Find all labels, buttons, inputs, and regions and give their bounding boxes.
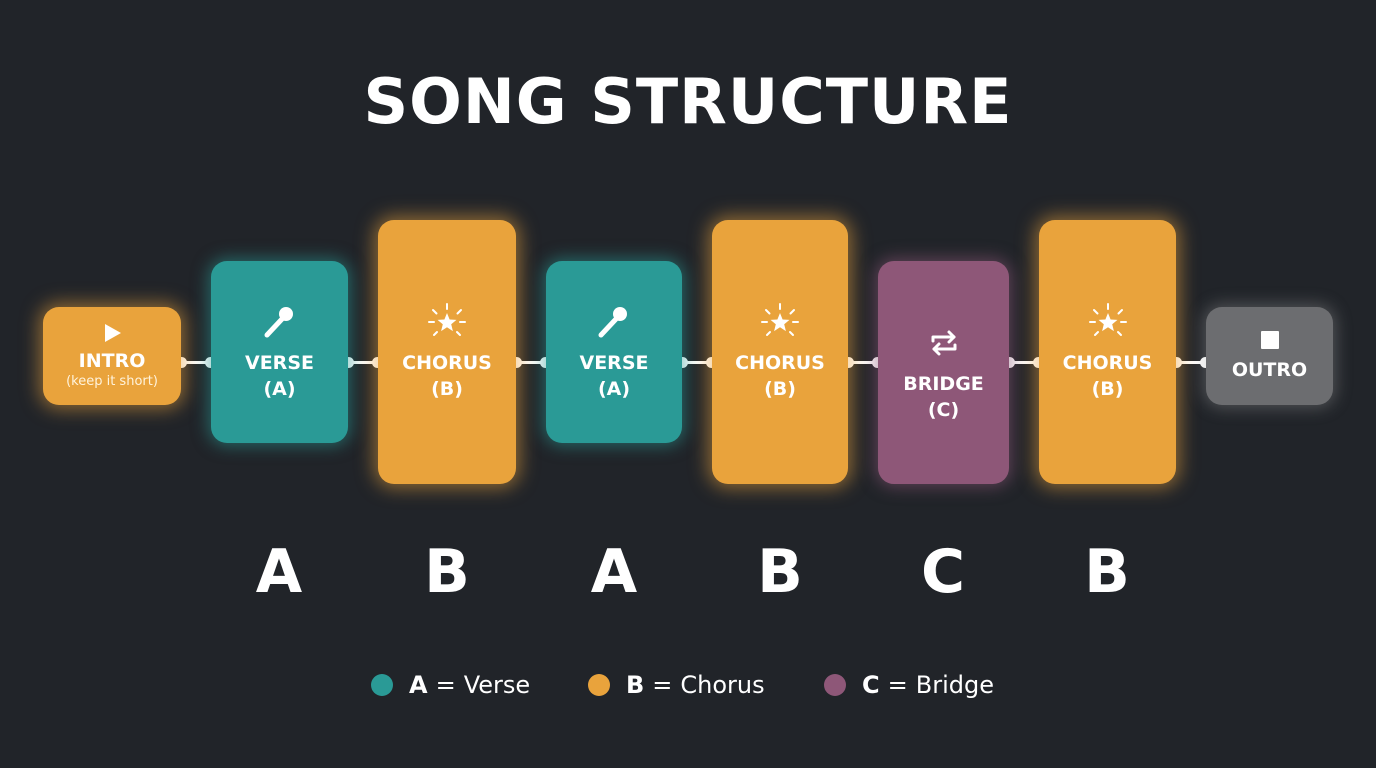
section-label: CHORUS — [402, 352, 492, 374]
connector-line — [516, 361, 546, 364]
connector-line — [1176, 361, 1206, 364]
connector-line — [682, 361, 712, 364]
connector-dot — [511, 357, 522, 368]
pattern-letter: A — [590, 537, 638, 607]
section-label: OUTRO — [1231, 359, 1308, 381]
legend-key: B — [626, 671, 645, 699]
verse-block: VERSE (A) — [546, 261, 682, 443]
connector-line — [348, 361, 378, 364]
legend-key: A — [409, 671, 428, 699]
section-letter: (C) — [927, 398, 960, 421]
chorus-block: CHORUS (B) — [1039, 220, 1176, 484]
section-label: VERSE — [245, 352, 314, 374]
section-letter: (A) — [597, 378, 631, 400]
connector-dot — [1171, 357, 1182, 368]
legend-item-bridge: C = Bridge — [824, 668, 994, 702]
connector-dot — [872, 357, 883, 368]
outro-block: OUTRO — [1206, 307, 1333, 405]
section-letter: (B) — [431, 378, 463, 400]
connector-dot — [343, 357, 354, 368]
pattern-letter: B — [757, 537, 803, 607]
legend-equals: = — [435, 671, 456, 699]
section-letter: (B) — [764, 378, 796, 400]
page-title: SONG STRUCTURE — [363, 65, 1013, 138]
legend-label: Verse — [463, 671, 531, 699]
legend-equals: = — [652, 671, 673, 699]
connector-dot — [1200, 357, 1211, 368]
star-burst-icon — [761, 303, 799, 336]
section-letter: (A) — [263, 378, 296, 400]
star-burst-icon — [428, 303, 466, 336]
microphone-icon — [264, 307, 293, 338]
play-icon — [105, 324, 121, 342]
connector-dot — [205, 357, 216, 368]
section-label: CHORUS — [1062, 352, 1153, 374]
legend-key: C — [862, 671, 880, 699]
legend-label: Chorus — [680, 671, 765, 699]
connector-dot — [843, 357, 854, 368]
section-note: (keep it short) — [66, 374, 158, 389]
connector-dot — [540, 357, 551, 368]
pattern-letter: B — [1084, 537, 1130, 607]
section-label: BRIDGE — [903, 372, 984, 395]
pattern-letter: C — [920, 537, 966, 607]
star-burst-icon — [1088, 303, 1127, 336]
section-label: INTRO — [78, 350, 146, 372]
pattern-letter: B — [424, 537, 470, 607]
connector-dot — [1033, 357, 1044, 368]
microphone-icon — [598, 307, 627, 338]
legend-swatch — [824, 674, 846, 696]
connector-dot — [176, 357, 187, 368]
legend-label: Bridge — [915, 671, 994, 699]
connector-dot — [372, 357, 383, 368]
connector-line — [181, 361, 211, 364]
verse-block: VERSE (A) — [211, 261, 348, 443]
repeat-icon — [931, 330, 956, 355]
stop-icon — [1260, 331, 1279, 349]
connector-dot — [706, 357, 717, 368]
bridge-block: BRIDGE (C) — [878, 261, 1009, 484]
legend-swatch — [588, 674, 610, 696]
legend-equals: = — [887, 671, 908, 699]
legend-swatch — [371, 674, 393, 696]
connector-dot — [1004, 357, 1015, 368]
intro-block: INTRO (keep it short) — [43, 307, 181, 405]
chorus-block: CHORUS (B) — [712, 220, 848, 484]
legend-item-chorus: B = Chorus — [588, 668, 765, 702]
legend: A = Verse B = Chorus C = Bridge — [0, 668, 1376, 702]
section-letter: (B) — [1091, 378, 1124, 400]
connector-dot — [677, 357, 688, 368]
section-label: VERSE — [579, 352, 649, 374]
pattern-letter: A — [255, 537, 303, 607]
connector-line — [848, 361, 878, 364]
connector-line — [1009, 361, 1039, 364]
legend-item-verse: A = Verse — [371, 668, 530, 702]
chorus-block: CHORUS (B) — [378, 220, 516, 484]
section-label: CHORUS — [735, 352, 825, 374]
